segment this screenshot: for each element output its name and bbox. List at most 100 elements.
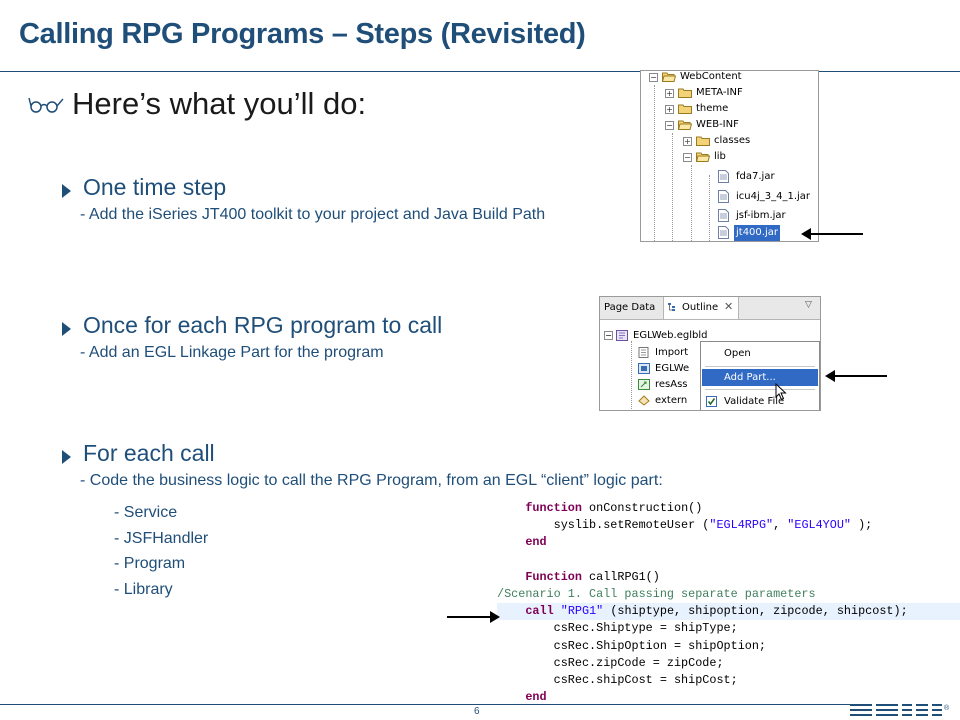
outline-item-label: Import	[655, 347, 689, 358]
tree-item-label: lib	[714, 151, 726, 162]
tree-item-label: jt400.jar	[734, 225, 780, 241]
collapse-toggle-icon[interactable]: −	[604, 331, 613, 340]
code-token	[497, 570, 525, 584]
code-token: csRec.Shiptype = shipType;	[497, 621, 738, 636]
code-line: Function callRPG1()	[497, 569, 660, 586]
view-tab-bar: Page Data Outline ✕ ▽	[600, 297, 820, 320]
code-line: end	[497, 534, 547, 551]
list-item: - Program	[114, 555, 186, 572]
pointer-arrow-jar	[801, 228, 863, 240]
menu-item-label: Open	[724, 348, 751, 359]
code-line: csRec.Shiptype = shipType;	[497, 620, 738, 637]
menu-item-validate-file[interactable]: Validate File	[702, 393, 818, 410]
menu-item-label: Validate File	[724, 396, 785, 407]
code-token: Function	[525, 569, 582, 584]
code-token: call	[525, 604, 554, 619]
code-token: /Scenario 1. Call passing separate param…	[497, 587, 816, 601]
section-description: - Add the iSeries JT400 toolkit to your …	[80, 206, 546, 223]
jar-file-icon	[718, 190, 729, 203]
list-item: - Service	[114, 504, 178, 521]
code-line: /Scenario 1. Call passing separate param…	[497, 586, 816, 603]
code-token: onConstruction()	[581, 501, 703, 515]
expand-toggle-icon[interactable]: +	[665, 105, 674, 114]
code-token	[497, 535, 525, 549]
code-token: csRec.shipCost = shipCost;	[497, 673, 738, 687]
folder-icon	[696, 136, 710, 146]
menu-item-open[interactable]: Open	[702, 345, 818, 362]
collapse-toggle-icon[interactable]: −	[683, 153, 692, 162]
code-line: syslib.setRemoteUser ("EGL4RPG", "EGL4YO…	[497, 517, 873, 534]
tree-guide-line	[709, 175, 710, 241]
registered-mark: ®	[944, 705, 950, 712]
tab-outline[interactable]: Outline ✕	[663, 297, 739, 319]
menu-separator	[705, 366, 815, 367]
tree-guide-line	[691, 165, 692, 241]
egl-part-icon	[638, 363, 650, 374]
close-icon[interactable]: ✕	[724, 300, 734, 313]
tree-guide-line	[654, 85, 655, 241]
tree-item-label: fda7.jar	[736, 171, 775, 182]
pointer-arrow-call	[447, 611, 500, 623]
tree-item-label: theme	[696, 103, 729, 114]
context-menu: Open Add Part... Validate File	[700, 341, 820, 410]
arrowhead-icon	[801, 228, 811, 240]
code-token	[497, 690, 525, 704]
code-line: csRec.zipCode = zipCode;	[497, 655, 724, 672]
code-line: function onConstruction()	[497, 500, 702, 517]
slide-title: Calling RPG Programs – Steps (Revisited)	[19, 18, 586, 50]
tree-item-label: WEB-INF	[696, 119, 739, 130]
jar-file-icon	[718, 170, 729, 183]
tree-item-label: icu4j_3_4_1.jar	[736, 191, 811, 202]
outline-view-screenshot: Page Data Outline ✕ ▽ − EGLWeb.eglbld Im…	[599, 296, 821, 411]
code-token	[554, 604, 561, 618]
list-item: - JSFHandler	[114, 529, 209, 547]
tab-outline-label: Outline	[682, 302, 719, 313]
code-token: callRPG1()	[581, 569, 660, 584]
folder-open-icon	[696, 152, 710, 162]
import-icon	[638, 347, 649, 358]
tree-item-label: classes	[714, 135, 751, 146]
menu-item-add-part[interactable]: Add Part...	[702, 369, 818, 386]
tree-item-label: META-INF	[696, 87, 743, 98]
code-token: "EGL4YOU"	[787, 518, 851, 533]
code-editor-screenshot: function onConstruction() syslib.setRemo…	[497, 500, 960, 705]
code-line: end	[497, 689, 547, 705]
tree-item-label: WebContent	[680, 71, 742, 82]
mouse-cursor-icon	[775, 383, 787, 401]
code-token: end	[525, 535, 547, 550]
eyeglasses-icon	[28, 97, 64, 113]
code-token: end	[525, 690, 547, 705]
folder-icon	[678, 88, 692, 98]
code-token: syslib.setRemoteUser (	[497, 518, 710, 533]
code-token: function	[525, 501, 582, 515]
outline-item-label: EGLWeb.eglbld	[633, 330, 708, 341]
tree-guide-line	[672, 133, 673, 241]
collapse-toggle-icon[interactable]: −	[649, 73, 658, 82]
external-type-icon	[638, 395, 650, 406]
tab-page-data[interactable]: Page Data	[604, 302, 656, 313]
code-token: csRec.zipCode = zipCode;	[497, 655, 724, 670]
outline-icon	[668, 303, 675, 311]
folder-open-icon	[678, 120, 692, 130]
section-description: - Add an EGL Linkage Part for the progra…	[80, 344, 384, 361]
code-token	[497, 604, 525, 618]
expand-toggle-icon[interactable]: +	[683, 137, 692, 146]
tree-item-label: jsf-ibm.jar	[736, 210, 786, 221]
code-line: call "RPG1" (shiptype, shipoption, zipco…	[497, 603, 960, 621]
section-heading: One time step	[83, 174, 227, 200]
outline-item-label: EGLWe	[655, 363, 690, 374]
minimize-view-icon[interactable]: ▽	[805, 300, 812, 310]
expand-toggle-icon[interactable]: +	[665, 89, 674, 98]
bullet-arrow-icon	[62, 450, 71, 464]
ibm-logo	[850, 704, 942, 716]
arrowhead-icon	[825, 370, 835, 382]
jar-file-icon	[718, 226, 729, 239]
footer-divider	[0, 704, 850, 705]
code-token: "RPG1"	[560, 604, 604, 619]
resource-association-icon	[638, 379, 650, 390]
collapse-toggle-icon[interactable]: −	[665, 121, 674, 130]
code-token: csRec.ShipOption = shipOption;	[497, 638, 767, 653]
code-line: csRec.shipCost = shipCost;	[497, 672, 738, 689]
folder-open-icon	[662, 72, 676, 82]
section-description: - Code the business logic to call the RP…	[80, 472, 663, 489]
